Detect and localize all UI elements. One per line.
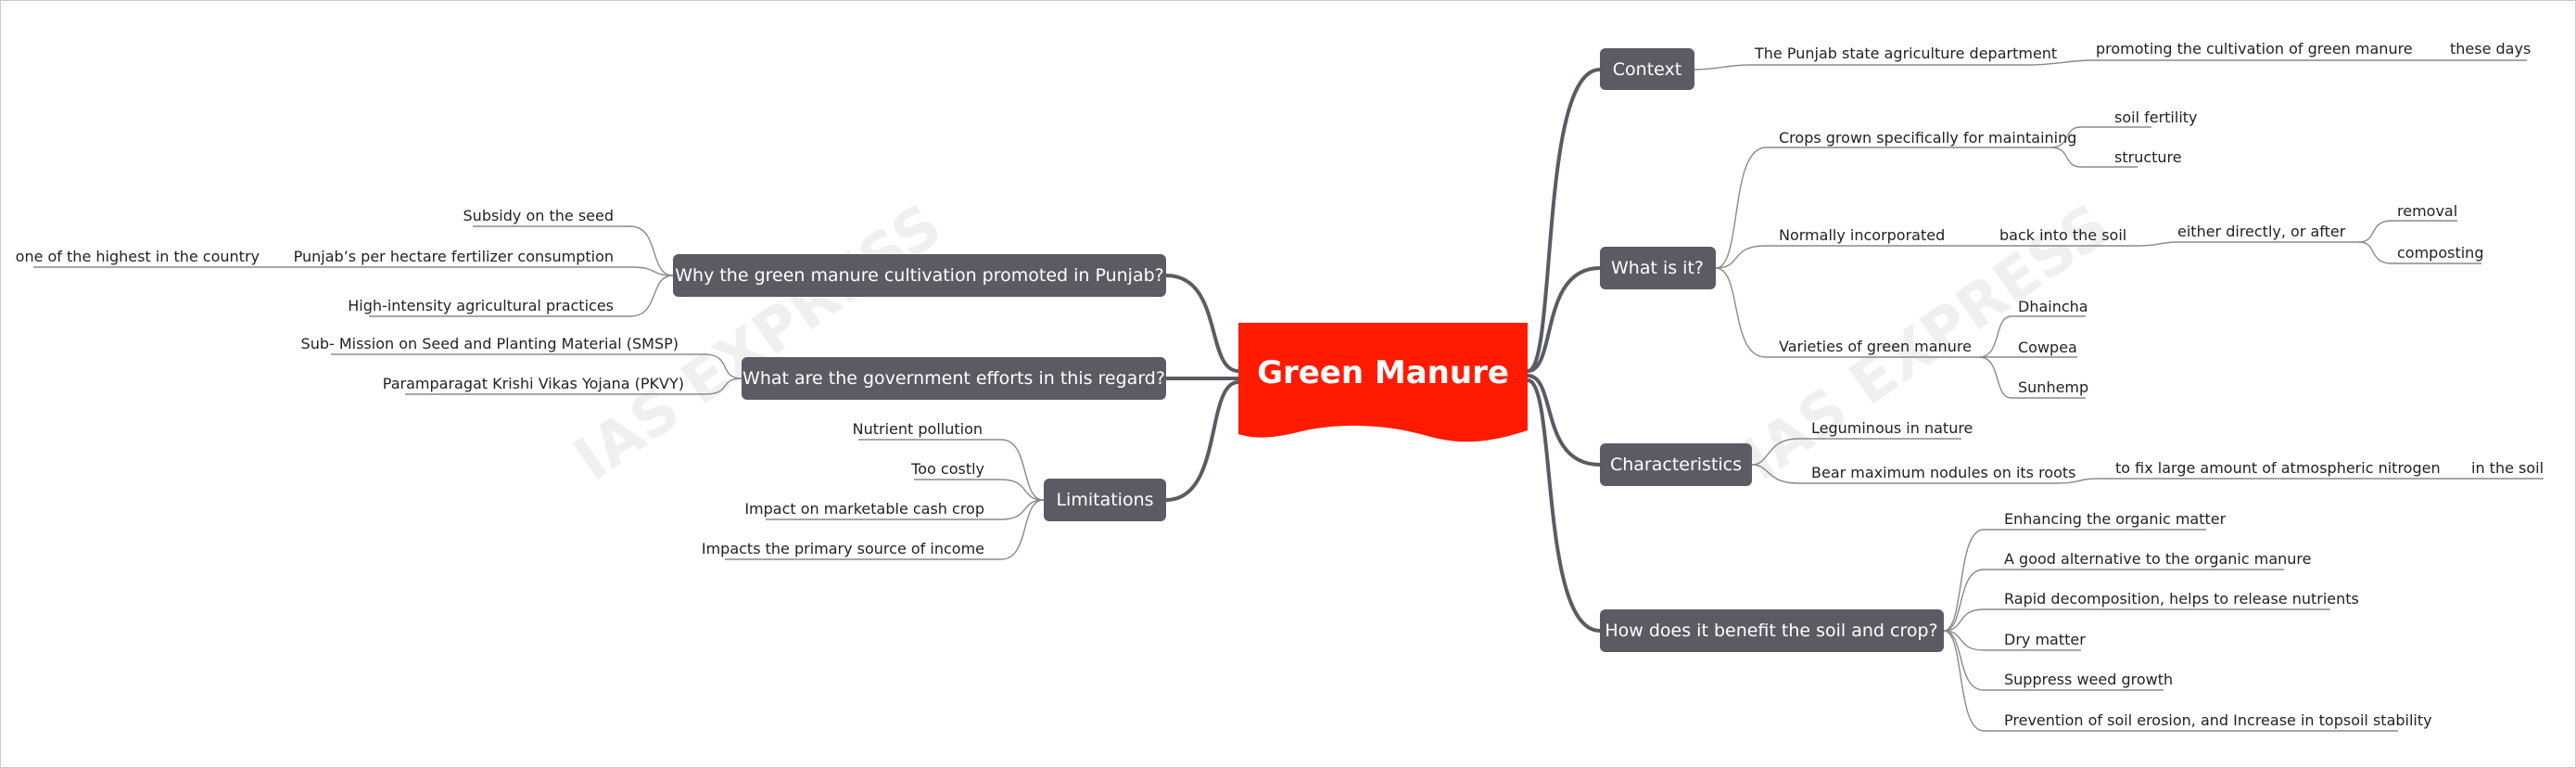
leaf-varieties[interactable]: Varieties of green manure	[1779, 338, 1972, 355]
leaf-pollution[interactable]: Nutrient pollution	[853, 420, 983, 438]
branch-why-punjab-label: Why the green manure cultivation promote…	[675, 265, 1164, 286]
leaf-punjab-dept[interactable]: The Punjab state agriculture department	[1754, 45, 2057, 62]
connector-limitations	[1165, 380, 1239, 502]
branch-benefits-label: How does it benefit the soil and crop?	[1605, 621, 1937, 641]
leaf-promoting[interactable]: promoting the cultivation of green manur…	[2096, 40, 2413, 58]
leaf-organic-matter[interactable]: Enhancing the organic matter	[2004, 510, 2227, 528]
branch-characteristics-label: Characteristics	[1610, 454, 1742, 475]
leaf-in-soil[interactable]: in the soil	[2471, 459, 2544, 477]
leaf-subsidy[interactable]: Subsidy on the seed	[463, 207, 614, 224]
leaf-intensity[interactable]: High-intensity agricultural practices	[348, 297, 614, 314]
branch-context-label: Context	[1613, 59, 1681, 80]
leaf-leguminous[interactable]: Leguminous in nature	[1811, 419, 1973, 437]
main-connectors	[1165, 68, 1601, 633]
leaf-sunhemp[interactable]: Sunhemp	[2018, 378, 2088, 396]
root-shape	[1238, 323, 1528, 442]
leaf-costly[interactable]: Too costly	[910, 460, 984, 478]
branch-why-punjab[interactable]: Why the green manure cultivation promote…	[673, 254, 1166, 297]
root-node[interactable]: Green Manure	[1238, 323, 1528, 442]
leaf-weed[interactable]: Suppress weed growth	[2004, 671, 2173, 688]
branch-what-is-it[interactable]: What is it?	[1600, 247, 1716, 289]
leaf-connectors	[33, 59, 2544, 732]
branch-characteristics[interactable]: Characteristics	[1600, 443, 1752, 486]
leaf-income[interactable]: Impacts the primary source of income	[702, 540, 984, 557]
leaf-soil-fertility[interactable]: soil fertility	[2114, 109, 2198, 126]
leaf-smsp[interactable]: Sub- Mission on Seed and Planting Materi…	[301, 335, 679, 352]
root-title: Green Manure	[1257, 354, 1509, 391]
leaf-highest[interactable]: one of the highest in the country	[16, 248, 260, 265]
branch-context[interactable]: Context	[1600, 48, 1694, 90]
leaf-rapid[interactable]: Rapid decomposition, helps to release nu…	[2004, 590, 2359, 608]
branch-limitations[interactable]: Limitations	[1044, 479, 1166, 521]
leaf-dhaincha[interactable]: Dhaincha	[2018, 298, 2088, 315]
branch-limitations-label: Limitations	[1056, 490, 1153, 510]
leaf-these-days[interactable]: these days	[2450, 40, 2531, 58]
leaf-structure[interactable]: structure	[2114, 148, 2182, 166]
leaf-labels: The Punjab state agriculture department …	[16, 40, 2544, 729]
leaf-normally[interactable]: Normally incorporated	[1779, 226, 1945, 244]
leaf-either[interactable]: either directly, or after	[2177, 223, 2346, 240]
leaf-cash-crop[interactable]: Impact on marketable cash crop	[744, 500, 984, 518]
connector-what-is-it	[1527, 266, 1601, 373]
leaf-crops-grown[interactable]: Crops grown specifically for maintaining	[1779, 129, 2076, 147]
leaf-nodules[interactable]: Bear maximum nodules on its roots	[1811, 464, 2076, 481]
leaf-dry-matter[interactable]: Dry matter	[2004, 631, 2086, 648]
leaf-pkvy[interactable]: Paramparagat Krishi Vikas Yojana (PKVY)	[383, 375, 684, 392]
branch-what-is-it-label: What is it?	[1611, 258, 1704, 278]
branch-govt-label: What are the government efforts in this …	[742, 368, 1165, 389]
connector-benefits	[1527, 378, 1601, 633]
leaf-fix-nitrogen[interactable]: to fix large amount of atmospheric nitro…	[2115, 459, 2441, 477]
leaf-fertilizer[interactable]: Punjab’s per hectare fertilizer consumpt…	[294, 248, 614, 265]
connector-context	[1527, 68, 1601, 373]
connector-characteristics	[1527, 374, 1601, 467]
leaf-erosion[interactable]: Prevention of soil erosion, and Increase…	[2004, 711, 2432, 729]
leaf-cowpea[interactable]: Cowpea	[2018, 339, 2077, 356]
branch-benefits[interactable]: How does it benefit the soil and crop?	[1600, 609, 1944, 652]
leaf-removal[interactable]: removal	[2397, 202, 2457, 220]
leaf-back-into-soil[interactable]: back into the soil	[1999, 226, 2126, 244]
branch-govt[interactable]: What are the government efforts in this …	[742, 357, 1166, 400]
leaf-composting[interactable]: composting	[2397, 244, 2483, 262]
leaf-alternative[interactable]: A good alternative to the organic manure	[2004, 550, 2311, 568]
connector-why-punjab	[1165, 274, 1239, 373]
